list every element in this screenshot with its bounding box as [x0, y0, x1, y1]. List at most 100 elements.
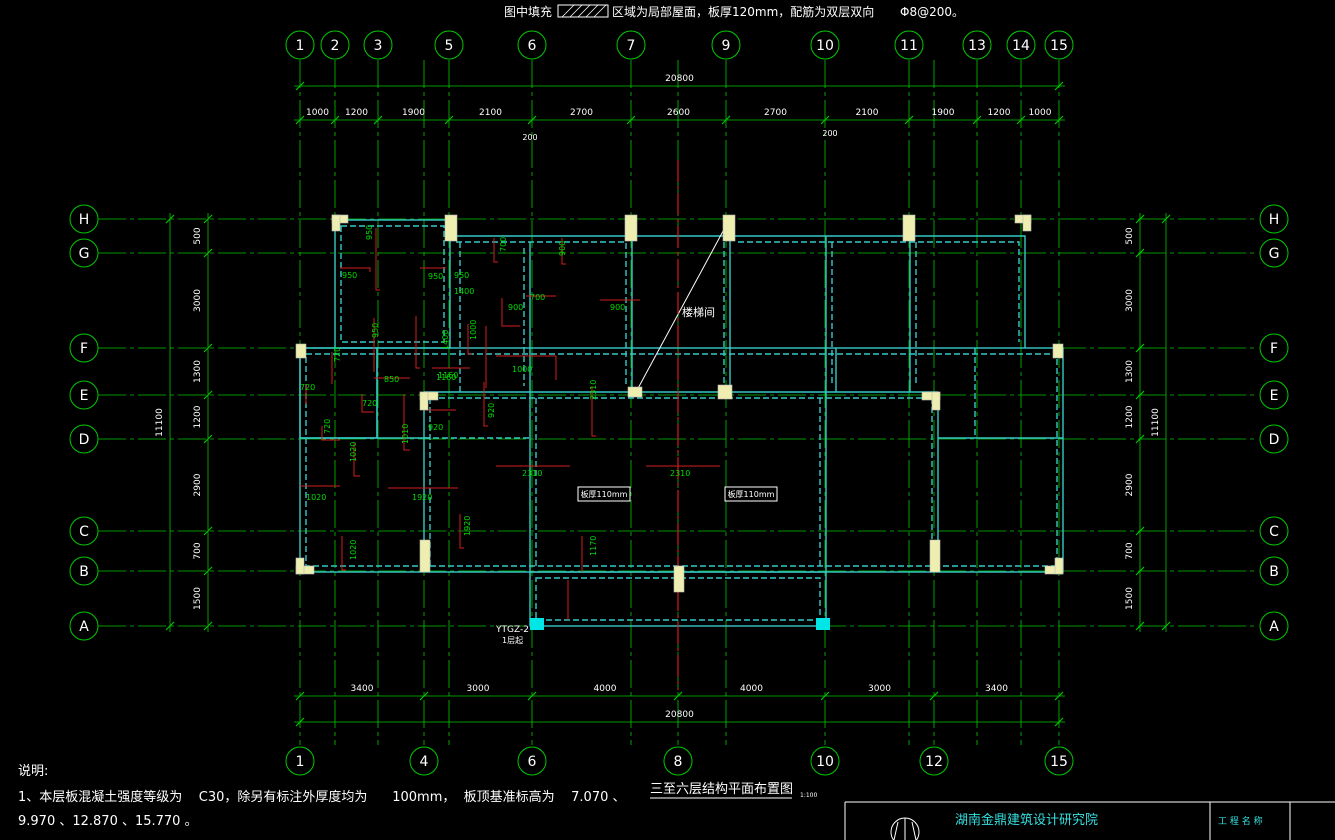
axis-bubble-right-label: F: [1270, 341, 1278, 357]
dimension-tick: [203, 390, 213, 400]
axis-bubble-right-circle: [1259, 380, 1289, 410]
axis-bubble-bottom-label: 6: [528, 754, 537, 770]
axis-bubble-bottom-label: 10: [816, 754, 834, 770]
dim-bottom-span-text: 3000: [868, 684, 891, 694]
dim-top-span-text: 2100: [856, 108, 879, 118]
axis-bubble-top-label: 14: [1012, 38, 1030, 54]
axis-bubble-left-circle: [69, 204, 99, 234]
dimension-tick: [295, 717, 305, 727]
dimension-tick: [203, 248, 213, 258]
rebar-length-label: 950: [365, 225, 374, 240]
axis-bubble-right-label: H: [1269, 212, 1280, 228]
axis-bubble-top-circle: [810, 30, 840, 60]
rebar-length-label: 950: [371, 323, 380, 338]
axis-bubble-right-circle: [1259, 556, 1289, 586]
rebar-length-label: 1160: [436, 373, 456, 382]
drawing-scale: 1:100: [800, 792, 817, 799]
dimension-tick: [1161, 621, 1171, 631]
dimension-tick: [419, 691, 429, 701]
dim-top-span-text: 1000: [306, 108, 329, 118]
axis-bubble-right-circle: [1259, 238, 1289, 268]
dim-left-span-text: 1500: [193, 587, 203, 610]
slab-label-left: 板厚110mm: [581, 489, 628, 499]
slab-box-right: [724, 486, 778, 502]
hatch-lines: [561, 4, 607, 18]
axis-bubble-left-circle: [69, 516, 99, 546]
dimension-tick: [1135, 248, 1145, 258]
dim-top-total-text: 20800: [665, 74, 694, 84]
axis-bubble-top-circle: [1044, 30, 1074, 60]
dim-right-span-text: 1300: [1125, 360, 1135, 383]
dim-left-span-text: 1200: [193, 405, 203, 428]
dim-top-mark: 200: [822, 129, 837, 138]
rebar-length-label: 1020: [306, 493, 326, 502]
drawing-title: 三至六层结构平面布置图: [650, 782, 793, 797]
axis-bubble-left-label: D: [79, 432, 90, 448]
axis-bubble-top-label: 5: [445, 38, 454, 54]
slab-box-left: [577, 486, 631, 502]
axis-bubble-top-label: 11: [900, 38, 918, 54]
dim-left-span-text: 700: [193, 542, 203, 559]
axis-bubble-right-label: E: [1270, 388, 1279, 404]
dimension-tick: [904, 115, 914, 125]
dimension-tick: [972, 115, 982, 125]
axis-bubble-left-label: G: [79, 246, 90, 262]
dimension-tick: [295, 115, 305, 125]
axis-bubble-bottom-circle: [409, 746, 439, 776]
dimension-tick: [203, 214, 213, 224]
dimension-tick: [1135, 566, 1145, 576]
dimension-tick: [721, 115, 731, 125]
axis-bubble-top-circle: [434, 30, 464, 60]
dim-right-span-text: 700: [1125, 542, 1135, 559]
rebar-length-label: 720: [333, 347, 342, 362]
dim-left-span-text: 3000: [193, 289, 203, 312]
rebar-length-label: 1020: [349, 442, 358, 462]
dim-right-span-text: 3000: [1125, 289, 1135, 312]
axis-bubble-top-circle: [320, 30, 350, 60]
dimension-tick: [1054, 81, 1064, 91]
dim-left-span-text: 1300: [193, 360, 203, 383]
dimension-tick: [1135, 526, 1145, 536]
institute-name: 湖南金鼎建筑设计研究院: [955, 812, 1098, 828]
dimension-tick: [929, 691, 939, 701]
dim-top-span-text: 1900: [932, 108, 955, 118]
dimension-tick: [1135, 214, 1145, 224]
axis-bubble-top-label: 13: [968, 38, 986, 54]
rebar-length-label: 700: [530, 293, 545, 302]
rebar-length-label: 1170: [589, 536, 598, 556]
rebar-length-label: 1920: [412, 493, 432, 502]
dim-bottom-total-text: 20800: [665, 710, 694, 720]
stair-diagonal: [635, 221, 729, 393]
axis-bubble-left-label: F: [80, 341, 88, 357]
stairwell-label: 楼梯间: [682, 305, 715, 319]
rebar-length-label: 720: [300, 383, 315, 392]
slab-label-right: 板厚110mm: [728, 489, 775, 499]
dimension-tick: [330, 115, 340, 125]
dimension-tick: [444, 115, 454, 125]
column-tag: YTGZ-2: [495, 625, 529, 635]
rebar-marks: [300, 228, 720, 620]
dimension-tick: [203, 566, 213, 576]
rebar-length-label: 1400: [441, 330, 450, 350]
axis-bubble-top-circle: [962, 30, 992, 60]
axis-bubble-right-circle: [1259, 611, 1289, 641]
rebar-length-label: 1000: [469, 320, 478, 340]
dim-bottom-span-text: 4000: [594, 684, 617, 694]
axis-bubble-left-label: E: [80, 388, 89, 404]
axis-bubble-right-label: A: [1269, 619, 1279, 635]
dim-right-span-text: 1500: [1125, 587, 1135, 610]
axis-bubble-top-circle: [711, 30, 741, 60]
dim-right-span-text: 1200: [1125, 405, 1135, 428]
rebar-length-label: 1020: [349, 540, 358, 560]
dimension-tick: [295, 691, 305, 701]
axis-bubble-bottom-label: 15: [1050, 754, 1068, 770]
axis-bubble-left-label: H: [79, 212, 90, 228]
rebar-length-label: 2310: [670, 469, 690, 478]
axis-bubble-left-label: C: [79, 524, 89, 540]
dim-right-total-text: 11100: [1151, 408, 1161, 437]
dim-top-span-text: 2700: [570, 108, 593, 118]
dimension-tick: [295, 81, 305, 91]
